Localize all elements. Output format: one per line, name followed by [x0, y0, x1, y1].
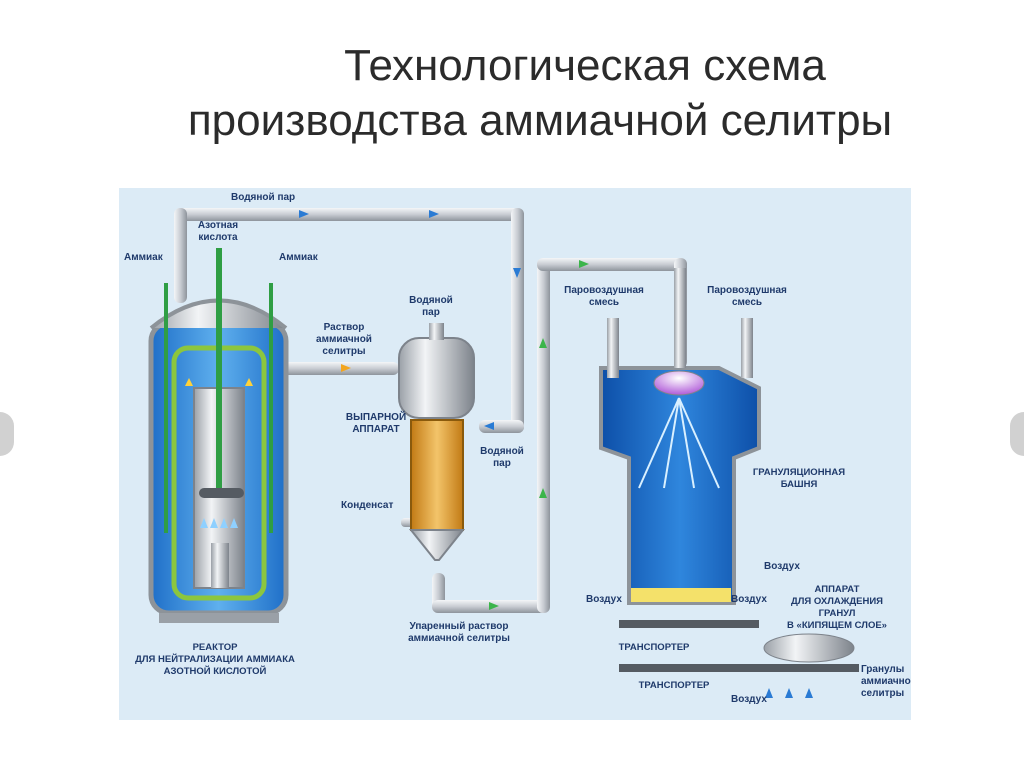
label-concentrated-1: Упаренный раствор: [409, 621, 508, 632]
label-steam-air-right-2: смесь: [732, 297, 762, 308]
process-diagram: Водяной пар Азотная кислота Аммиак Аммиа…: [119, 188, 911, 720]
label-air-4: Воздух: [731, 694, 767, 705]
previous-slide-button[interactable]: [0, 412, 14, 456]
label-steam-air-left-2: смесь: [589, 297, 619, 308]
granulation-tower: [599, 268, 761, 628]
label-reactor-1: РЕАКТОР: [193, 642, 239, 653]
label-air-1: Воздух: [764, 561, 800, 572]
label-nitric-acid-2: кислота: [198, 232, 238, 243]
label-cooler-4: В «КИПЯЩЕМ СЛОЕ»: [787, 620, 887, 631]
label-condensate: Конденсат: [341, 500, 393, 511]
label-conveyor-1: ТРАНСПОРТЕР: [619, 642, 690, 653]
label-conveyor-2: ТРАНСПОРТЕР: [639, 680, 710, 691]
label-tower-2: БАШНЯ: [781, 479, 818, 490]
evaporator: [398, 323, 475, 561]
label-solution-2: аммиачной: [316, 334, 372, 345]
label-ammonia-left: Аммиак: [124, 252, 164, 263]
label-steam-side-2: пар: [493, 458, 511, 469]
label-granules-1: Гранулы: [861, 664, 904, 675]
label-granules-2: аммиачной: [861, 676, 911, 687]
label-tower-1: ГРАНУЛЯЦИОННАЯ: [753, 467, 845, 478]
label-air-2: Воздух: [586, 594, 622, 605]
label-solution-1: Раствор: [324, 322, 365, 333]
slide-title-line-1: Технологическая схема: [344, 41, 826, 90]
label-reactor-3: АЗОТНОЙ КИСЛОТОЙ: [164, 665, 267, 677]
label-cooler-1: АППАРАТ: [815, 584, 860, 595]
reactor: [148, 248, 289, 623]
label-nitric-acid-1: Азотная: [198, 220, 238, 231]
label-steam-top: Водяной пар: [231, 192, 295, 203]
slide-title-line-2: производства аммиачной селитры: [187, 96, 893, 145]
label-steam-air-right-1: Паровоздушная: [707, 285, 787, 296]
label-evaporator-1: ВЫПАРНОЙ: [346, 410, 406, 423]
label-cooler-3: ГРАНУЛ: [819, 608, 856, 619]
next-slide-button[interactable]: [1010, 412, 1024, 456]
label-concentrated-2: аммиачной селитры: [408, 633, 510, 644]
label-steam-evaporator-1: Водяной: [409, 295, 453, 306]
label-solution-3: селитры: [322, 346, 365, 357]
label-evaporator-2: АППАРАТ: [352, 424, 399, 435]
label-reactor-2: ДЛЯ НЕЙТРАЛИЗАЦИИ АММИАКА: [135, 653, 295, 665]
label-air-3: Воздух: [731, 594, 767, 605]
label-steam-air-left-1: Паровоздушная: [564, 285, 644, 296]
label-ammonia-right: Аммиак: [279, 252, 319, 263]
label-cooler-2: ДЛЯ ОХЛАЖДЕНИЯ: [791, 596, 883, 607]
label-steam-evaporator-2: пар: [422, 307, 440, 318]
label-steam-side-1: Водяной: [480, 446, 524, 457]
label-granules-3: селитры: [861, 688, 904, 699]
cooler: [619, 633, 859, 698]
